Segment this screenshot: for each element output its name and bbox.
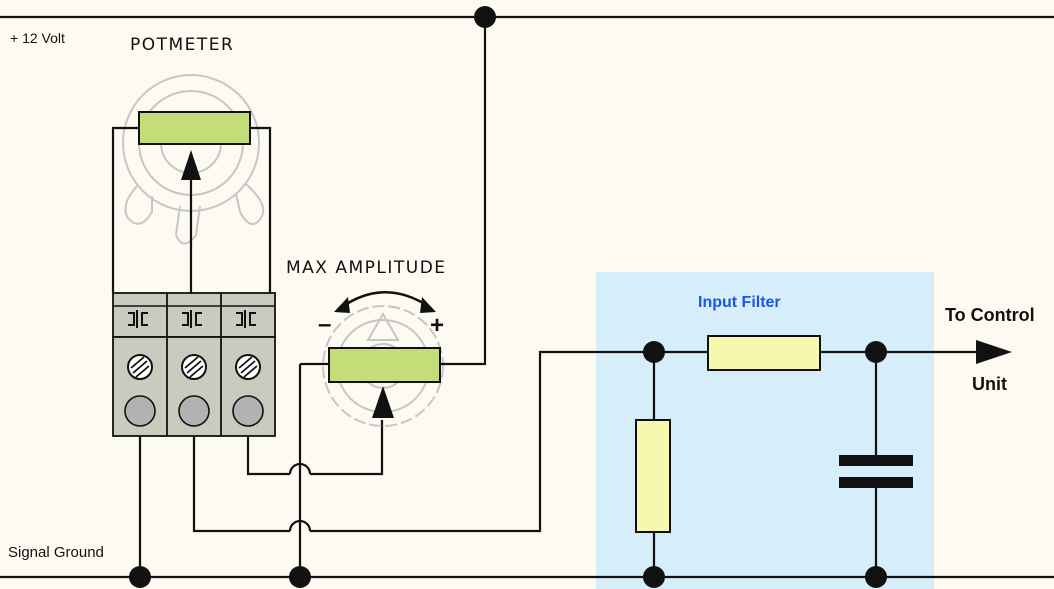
- trimmer-wiper-bar: [328, 347, 441, 383]
- plus-label: +: [430, 312, 444, 339]
- capacitor-plate-top: [839, 455, 913, 466]
- output-label-line2: Unit: [972, 374, 1007, 394]
- output-arrow-icon: [976, 340, 1012, 364]
- potmeter-label: POTMETER: [130, 35, 234, 55]
- terminal-block: [112, 292, 276, 437]
- output-label-line1: To Control: [945, 305, 1035, 325]
- max-amplitude-label: MAX AMPLITUDE: [286, 258, 447, 278]
- junction-dot: [129, 566, 151, 588]
- shunt-resistor: [635, 419, 671, 533]
- trimmer-arrow-icon: [372, 386, 394, 418]
- supply-label: + 12 Volt: [10, 30, 65, 46]
- ground-label: Signal Ground: [8, 544, 104, 561]
- junction-dot: [643, 341, 665, 363]
- adjust-arc-icon: [341, 291, 429, 309]
- junction-dot: [865, 341, 887, 363]
- capacitor-plate-bottom: [839, 477, 913, 488]
- junction-dot: [643, 566, 665, 588]
- potmeter-wiper-bar: [138, 111, 251, 145]
- junction-dot: [474, 6, 496, 28]
- junction-dot: [289, 566, 311, 588]
- filter-title: Input Filter: [698, 294, 781, 311]
- series-resistor: [707, 335, 821, 371]
- minus-label: –: [318, 311, 331, 338]
- potmeter-arrow-icon: [181, 150, 201, 180]
- junction-dot: [865, 566, 887, 588]
